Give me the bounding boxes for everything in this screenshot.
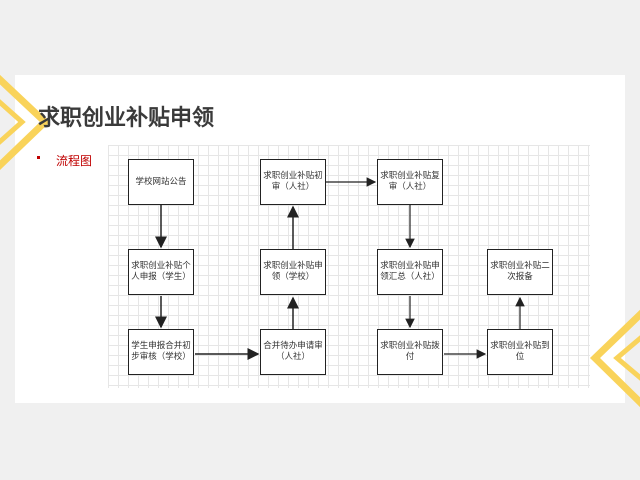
bullet-icon bbox=[37, 156, 40, 159]
node-second-review: 求职创业补贴复审（人社） bbox=[377, 159, 443, 205]
node-disbursement: 求职创业补贴拨付 bbox=[377, 329, 443, 375]
node-claim-summary: 求职创业补贴申领汇总（人社） bbox=[377, 249, 443, 295]
node-school-claim: 求职创业补贴申领（学校） bbox=[260, 249, 326, 295]
node-secondary-filing: 求职创业补贴二次报备 bbox=[487, 249, 553, 295]
left-triangle-decoration bbox=[0, 74, 51, 171]
node-school-preliminary-review: 学生申报合并初步审核（学校） bbox=[128, 329, 194, 375]
node-school-announcement: 学校网站公告 bbox=[128, 159, 194, 205]
node-student-application: 求职创业补贴个人申报（学生） bbox=[128, 249, 194, 295]
node-initial-review: 求职创业补贴初审（人社） bbox=[260, 159, 326, 205]
node-merge-pending-review: 合并待办申请审（人社） bbox=[260, 329, 326, 375]
page-title: 求职创业补贴申领 bbox=[38, 106, 215, 131]
node-funds-arrived: 求职创业补贴到位 bbox=[487, 329, 553, 375]
right-triangle-decoration bbox=[589, 309, 640, 408]
flowchart-label: 流程图 bbox=[56, 154, 93, 168]
